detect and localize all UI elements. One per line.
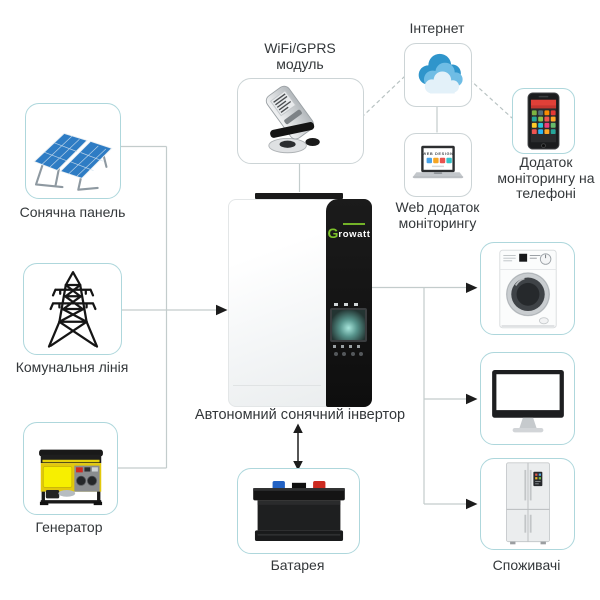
node-internet	[404, 43, 472, 107]
label-internet: Інтернет	[409, 20, 465, 36]
label-generator: Генератор	[35, 519, 103, 535]
inverter-buttons	[330, 352, 367, 356]
solar-panel-icon	[33, 132, 113, 191]
monitor-icon	[491, 369, 564, 432]
node-phone-app	[512, 88, 575, 154]
label-solar-panel: Сонячна панель	[19, 204, 126, 220]
laptop-icon: WEB DESIGN	[412, 145, 464, 179]
node-wifi-module	[237, 78, 364, 164]
inverter-front-panel: Growatt	[326, 199, 372, 407]
label-battery: Батарея	[270, 557, 325, 573]
smartphone-icon	[527, 92, 560, 150]
node-generator	[23, 422, 118, 515]
label-wifi-module: WiFi/GPRS модуль	[264, 40, 336, 72]
power-tower-icon	[47, 271, 98, 348]
growatt-logo: Growatt	[327, 223, 371, 241]
label-consumers: Споживачі	[492, 557, 561, 573]
node-washing-machine	[480, 242, 575, 335]
label-utility-line: Комунальня лінія	[15, 359, 129, 375]
node-solar-panel	[25, 103, 121, 199]
battery-icon	[252, 481, 345, 541]
label-web-app: Web додаток моніторингу	[395, 199, 480, 231]
node-fridge	[480, 458, 575, 550]
washing-machine-icon	[498, 249, 557, 328]
fridge-icon	[505, 462, 550, 545]
inverter-mount-bracket	[255, 193, 343, 199]
label-phone-app: Додаток моніторингу на телефоні	[497, 154, 595, 201]
node-battery	[237, 468, 360, 554]
node-utility-line	[23, 263, 122, 355]
cloud-icon	[418, 53, 463, 94]
node-monitor	[480, 352, 575, 445]
inverter-display	[330, 303, 367, 356]
wifi-gprs-module-icon	[265, 85, 320, 154]
node-web-app: WEB DESIGN	[404, 133, 472, 197]
inverter-body: Growatt	[228, 199, 372, 407]
inverter-lcd-screen	[330, 308, 367, 342]
laptop-screen-title: WEB DESIGN	[422, 151, 453, 156]
label-inverter: Автономний сонячний інвертор	[194, 407, 406, 423]
inverter-device: Growatt	[228, 191, 372, 407]
generator-icon	[38, 449, 103, 505]
